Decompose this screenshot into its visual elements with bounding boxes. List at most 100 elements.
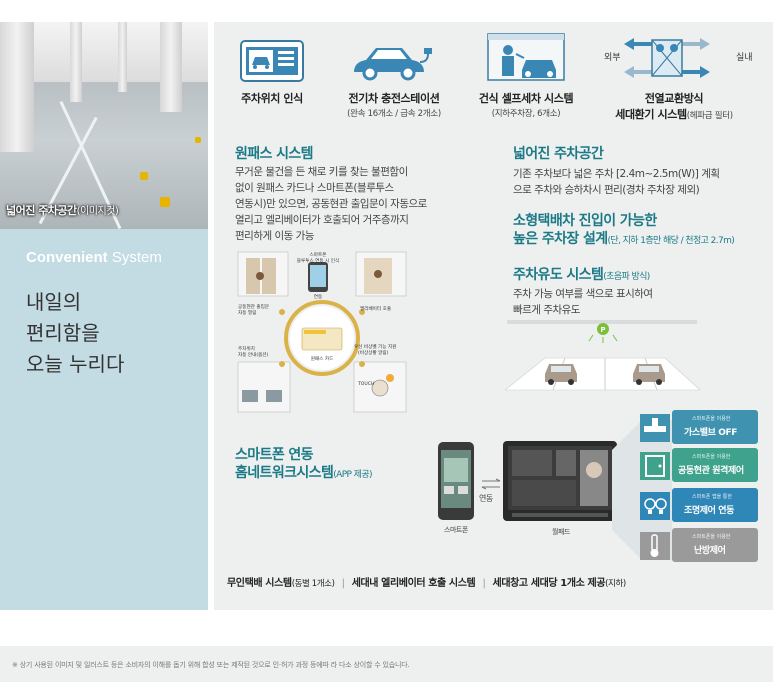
- parking-guide-description: 주차 가능 여부를 색으로 표시하여 빠르게 주차유도: [513, 286, 743, 318]
- link-badge-text: 연동: [314, 293, 322, 300]
- link-arrows-icon: [481, 478, 501, 490]
- control-card-label: 공동현관 원격제어: [678, 466, 744, 476]
- diagram-center-label: 원패스 카드: [311, 355, 334, 362]
- door-remote-icon: [640, 452, 670, 480]
- diagram-left-bottom-1: 주차위치: [238, 345, 255, 352]
- parking-guide-illustration: P: [505, 320, 700, 391]
- icon-label-2-text: 세대환기 시스템: [615, 108, 687, 121]
- icon-label-2: 세대환기 시스템(헤파급 필터): [604, 106, 744, 122]
- wallpad-illustration: [503, 441, 617, 521]
- wide-parking-line: 기존 주차보다 넓은 주차 [2.4m~2.5m(W)] 계획: [513, 168, 720, 180]
- footer-separator: |: [341, 578, 345, 589]
- wallpad-label: 월패드: [552, 528, 570, 536]
- footer-separator: |: [482, 578, 486, 589]
- smart-home-line2-wrap: 홈네트워크시스템(APP 제공): [235, 464, 373, 484]
- parking-guide-title-text: 주차유도 시스템: [513, 267, 604, 283]
- control-card-top: 스마트폰을 이용한: [692, 454, 731, 460]
- photo-wheel-stop: [195, 137, 201, 143]
- ev-charging-icon: [354, 48, 432, 81]
- slogan-line: 편리함을: [26, 321, 100, 345]
- onepass-line: 없이 원패스 카드나 스마트폰(블루투스: [235, 182, 394, 194]
- control-card-heating: 스마트폰을 이용한 난방제어: [672, 528, 758, 562]
- photo-wheel-stop: [140, 172, 148, 180]
- parking-guide-note: (초음파 방식): [603, 272, 650, 282]
- photo-caption: 넓어진 주차공간(이미지컷): [6, 202, 119, 218]
- diagram-touch: TOUCH: [357, 381, 374, 387]
- vent-out-label: 외부: [604, 53, 621, 63]
- icon-label-ventilation: 전열교환방식 세대환기 시스템(헤파급 필터): [604, 90, 744, 122]
- control-card-label: 조명제어 연동: [684, 506, 735, 516]
- sensor-label: P: [600, 326, 605, 334]
- wide-parking-title: 넓어진 주차공간: [513, 146, 604, 162]
- footer-item: 세대창고 세대당 1개소 제공: [492, 578, 606, 589]
- disclaimer-bar: [0, 646, 773, 682]
- wide-parking-line: 으로 주차와 승하차시 편리(경차 주차장 제외): [513, 184, 700, 196]
- icon-label-parking-location: 주차위치 인식: [236, 90, 308, 106]
- control-card-top: 스마트폰을 이용한: [692, 416, 731, 422]
- smart-home-line2: 홈네트워크시스템: [235, 465, 334, 481]
- icon-label: 주차위치 인식: [241, 92, 303, 105]
- smart-home-line1: 스마트폰 연동: [235, 447, 314, 463]
- diagram-left-note-2: 자동 열림: [238, 309, 256, 316]
- diagram-left-note-1: 공동현관 출입문: [238, 303, 269, 310]
- photo-pillar: [160, 22, 182, 112]
- compact-taxi-line2-wrap: 높은 주차장 설계(단, 지하 1층만 해당 / 천정고 2.7m): [513, 230, 735, 250]
- left-panel: Convenient System 내일의 편리함을 오늘 누리다: [0, 229, 208, 610]
- onepass-line: 연동시)만 있으면, 공동현관 출입문이 자동으로: [235, 198, 427, 210]
- icon-label: 전열교환방식: [644, 92, 704, 105]
- control-card-gas: 스마트폰을 이용한 가스밸브 OFF: [672, 410, 758, 444]
- photo-caption-sub: (이미지컷): [76, 206, 119, 217]
- control-card-lighting: 스마트폰 앱을 통한 조명제어 연동: [672, 488, 758, 522]
- icon-sub: (지하주차장, 6개소): [491, 109, 561, 119]
- parking-photo: 넓어진 주차공간(이미지컷): [0, 22, 208, 229]
- onepass-title: 원패스 시스템: [235, 146, 314, 162]
- compact-taxi-line2: 높은 주차장 설계: [513, 231, 608, 247]
- parking-guide-line: 주차 가능 여부를 색으로 표시하여: [513, 288, 653, 300]
- footer-note: (동별 1개소): [291, 579, 335, 589]
- link-label: 연동: [479, 494, 493, 503]
- diagram-top-note-2: 블루투스 연동 시 인식: [297, 257, 339, 264]
- onepass-line: 열리고 엘리베이터가 호출되어 거주층까지: [235, 214, 409, 226]
- diagram-right-note: 엘리베이터 호출: [360, 305, 391, 312]
- footer-item: 세대내 엘리베이터 호출 시스템: [351, 578, 476, 589]
- smart-home-title: 스마트폰 연동 홈네트워크시스템(APP 제공): [235, 446, 373, 484]
- slogan-line: 내일의: [26, 290, 82, 314]
- icon-label-ev-charging: 전기차 충전스테이션 (완속 16개소 / 급속 2개소): [334, 90, 454, 119]
- diagram-top-note-1: 스마트폰: [310, 251, 327, 258]
- parking-location-icon: [240, 40, 304, 82]
- footer-item: 무인택배 시스템: [227, 578, 292, 589]
- slogan-line: 오늘 누리다: [26, 352, 125, 376]
- onepass-diagram: 연동 스마트폰 블루투스 연동 시 인식 공동현관 출입문 자동 열림 엘리베이…: [236, 250, 408, 416]
- icon-label: 건식 셀프세차 시스템: [478, 92, 574, 105]
- smart-home-note: (APP 제공): [333, 470, 372, 480]
- compact-taxi-note: (단, 지하 1층만 해당 / 천정고 2.7m): [607, 236, 735, 246]
- control-card-top: 스마트폰 앱을 통한: [692, 494, 732, 500]
- convenient-system-title: Convenient System: [26, 249, 162, 266]
- photo-caption-main: 넓어진 주차공간: [6, 204, 77, 217]
- disclaimer-text: ※ 상기 사용된 이미지 및 일러스트 등은 소비자의 이해를 돕기 위해 합성…: [12, 661, 410, 669]
- car-wash-icon: [487, 33, 565, 81]
- onepass-description: 무거운 물건을 든 채로 키를 찾는 불편함이 없이 원패스 카드나 스마트폰(…: [235, 164, 465, 244]
- onepass-line: 편리하게 이동 가능: [235, 230, 314, 242]
- control-card-label: 가스밸브 OFF: [684, 428, 738, 438]
- onepass-line: 무거운 물건을 든 채로 키를 찾는 불편함이: [235, 166, 408, 178]
- parking-guide-line: 빠르게 주차유도: [513, 304, 580, 316]
- control-card-top: 스마트폰을 이용한: [692, 534, 731, 540]
- footer-note: (지하): [605, 579, 626, 589]
- compact-taxi-title: 소형택배차 진입이 가능한 높은 주차장 설계(단, 지하 1층만 해당 / 천…: [513, 212, 735, 250]
- ventilation-icon: [624, 38, 710, 78]
- photo-pillar: [70, 22, 82, 102]
- parking-guide-title: 주차유도 시스템(초음파 방식): [513, 266, 650, 286]
- compact-taxi-line1: 소형택배차 진입이 가능한: [513, 213, 657, 229]
- icon-label: 전기차 충전스테이션: [348, 92, 440, 105]
- diagram-right-bottom-1: 우선 비상벨 기능 지원: [354, 343, 396, 350]
- phone-label: 스마트폰: [444, 526, 468, 534]
- icon-label-car-wash: 건식 셀프세차 시스템 (지하주차장, 6개소): [466, 90, 586, 119]
- slogan: 내일의 편리함을 오늘 누리다: [26, 287, 124, 380]
- diagram-left-bottom-2: 자동 안내(옵션): [238, 351, 269, 358]
- convenient-rest: System: [107, 249, 162, 266]
- convenient-bold: Convenient: [26, 249, 108, 266]
- photo-pillar: [118, 22, 127, 92]
- photo-wheel-stop: [160, 197, 170, 207]
- diagram-right-bottom-2: (비상상황 알림): [358, 349, 389, 356]
